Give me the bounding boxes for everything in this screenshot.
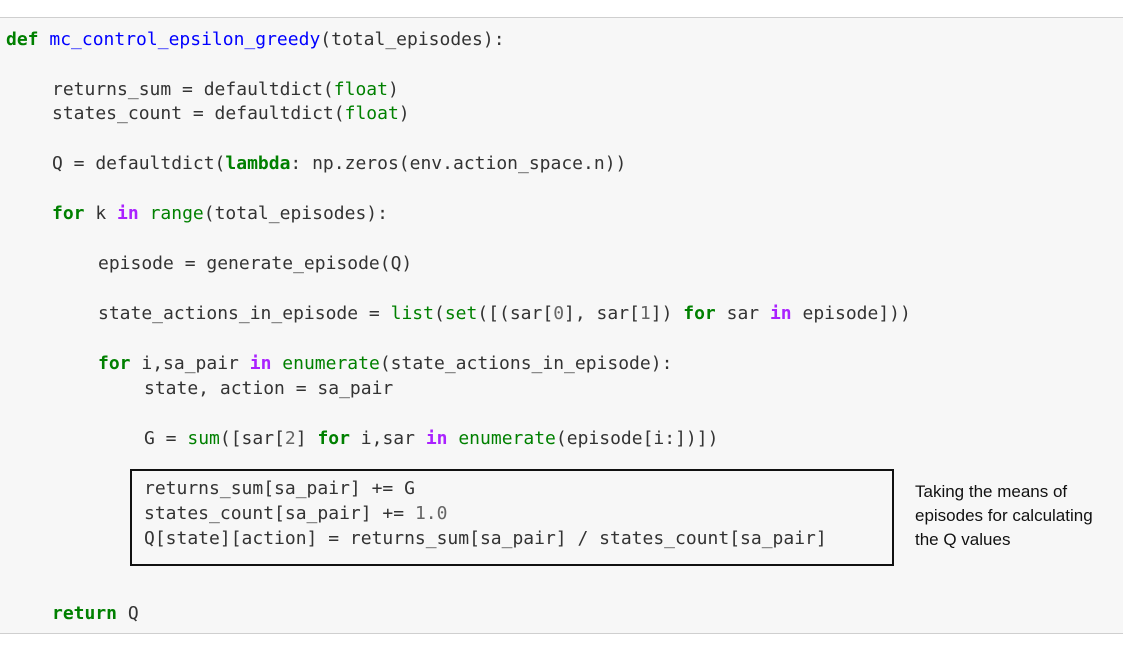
keyword-in: in	[249, 353, 272, 374]
code-text: sar	[715, 303, 770, 324]
code-text: ]	[295, 428, 318, 449]
code-space	[271, 353, 282, 374]
builtin-list: list	[390, 303, 434, 324]
code-line-q-update: Q[state][action] = returns_sum[sa_pair] …	[144, 528, 827, 549]
code-line-states-count: states_count = defaultdict(float)	[52, 102, 410, 126]
keyword-for: for	[52, 203, 85, 224]
code-text: ([(sar[	[477, 303, 554, 324]
code-cell[interactable]	[0, 17, 1123, 634]
keyword-for: for	[317, 428, 350, 449]
code-line-return: return Q	[52, 602, 139, 626]
number-literal: 1	[639, 303, 651, 324]
highlight-box	[130, 469, 894, 566]
code-text: G =	[144, 428, 188, 449]
code-text: )	[387, 79, 399, 100]
code-text: i,sar	[349, 428, 426, 449]
function-params: (total_episodes):	[320, 29, 505, 50]
code-line-returns-update: returns_sum[sa_pair] += G	[144, 478, 415, 499]
code-line-q-init: Q = defaultdict(lambda: np.zeros(env.act…	[52, 152, 626, 176]
builtin-range: range	[149, 203, 204, 224]
code-text: (state_actions_in_episode):	[379, 353, 673, 374]
code-line-count-update: states_count[sa_pair] += 1.0	[144, 502, 447, 526]
code-text: states_count[sa_pair] +=	[144, 503, 415, 524]
keyword-lambda: lambda	[225, 153, 291, 174]
code-line-state-actions: state_actions_in_episode = list(set([(sa…	[98, 302, 911, 326]
builtin-float: float	[333, 79, 388, 100]
code-space	[448, 428, 459, 449]
code-line-unpack: state, action = sa_pair	[144, 378, 394, 399]
keyword-for: for	[98, 353, 131, 374]
number-literal: 0	[553, 303, 565, 324]
code-text: i,sa_pair	[130, 353, 250, 374]
builtin-float: float	[344, 103, 399, 124]
keyword-in: in	[117, 203, 139, 224]
code-text: (	[433, 303, 445, 324]
annotation-line: episodes for calculating	[915, 506, 1093, 525]
builtin-set: set	[444, 303, 478, 324]
code-text: k	[84, 203, 118, 224]
code-space	[139, 203, 150, 224]
keyword-return: return	[52, 603, 118, 624]
code-text: Q = defaultdict(	[52, 153, 226, 174]
number-literal: 2	[284, 428, 296, 449]
annotation-line: the Q values	[915, 530, 1011, 549]
code-text: )	[398, 103, 410, 124]
code-text: (episode[i:])])	[555, 428, 719, 449]
code-line-for-k: for k in range(total_episodes):	[52, 202, 388, 226]
keyword-in: in	[769, 303, 792, 324]
code-line-for-i: for i,sa_pair in enumerate(state_actions…	[98, 352, 672, 376]
function-name: mc_control_epsilon_greedy	[49, 29, 321, 50]
code-line-returns-sum: returns_sum = defaultdict(float)	[52, 78, 399, 102]
code-text: states_count = defaultdict(	[52, 103, 345, 124]
code-text: returns_sum = defaultdict(	[52, 79, 334, 100]
code-text: ])	[650, 303, 684, 324]
builtin-enumerate: enumerate	[458, 428, 556, 449]
code-text: state_actions_in_episode =	[98, 303, 391, 324]
code-line-g-sum: G = sum([sar[2] for i,sar in enumerate(e…	[144, 427, 718, 451]
code-text: Q	[117, 603, 139, 624]
code-text: ([sar[	[219, 428, 285, 449]
builtin-sum: sum	[187, 428, 220, 449]
keyword-def: def	[6, 29, 39, 50]
code-line-def: def mc_control_epsilon_greedy(total_epis…	[6, 28, 505, 52]
code-line-episode: episode = generate_episode(Q)	[98, 253, 413, 274]
annotation-line: Taking the means of	[915, 482, 1068, 501]
code-text: ], sar[	[564, 303, 640, 324]
code-text: episode]))	[791, 303, 911, 324]
annotation-note: Taking the means of episodes for calcula…	[915, 480, 1120, 552]
builtin-enumerate: enumerate	[282, 353, 380, 374]
keyword-for: for	[683, 303, 716, 324]
code-text: : np.zeros(env.action_space.n))	[290, 153, 627, 174]
keyword-in: in	[425, 428, 448, 449]
code-text: (total_episodes):	[203, 203, 388, 224]
number-literal: 1.0	[414, 503, 448, 524]
